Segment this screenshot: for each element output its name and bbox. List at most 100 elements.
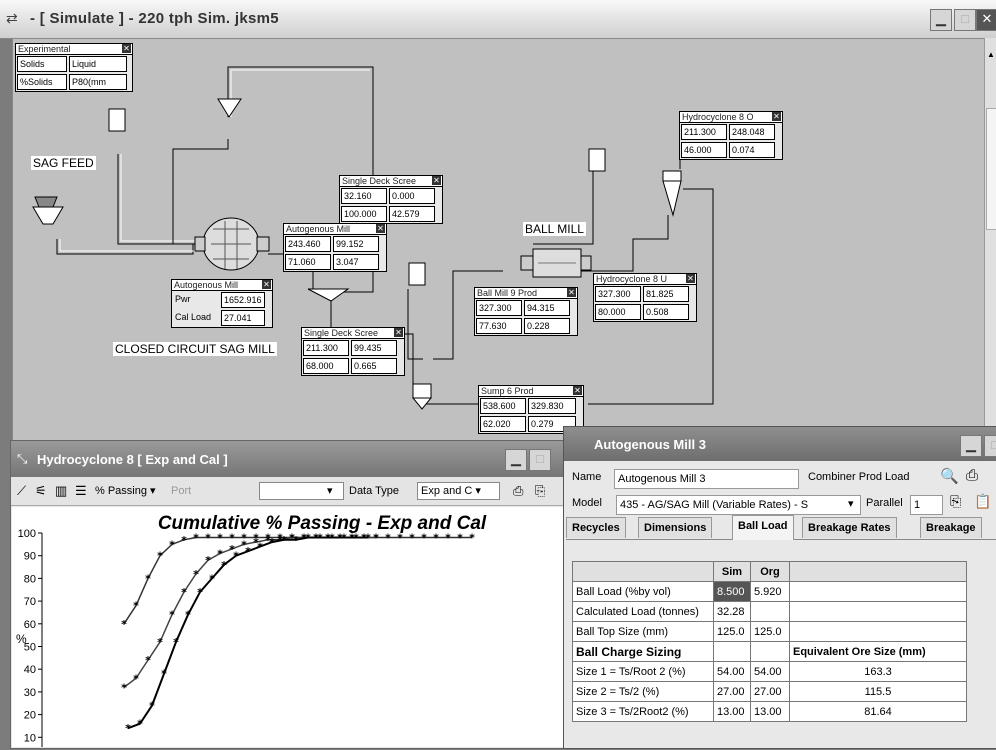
bar-chart-icon[interactable]: ▥ — [55, 483, 68, 498]
maximize-button[interactable]: □ — [954, 9, 976, 31]
minimize-button[interactable]: ▁ — [930, 9, 952, 31]
sim-cell[interactable]: 32.28 — [713, 601, 751, 622]
data-point: * — [233, 550, 239, 563]
copy-icon[interactable]: ⎘ — [950, 493, 962, 509]
autogenous-mill-window[interactable]: Autogenous Mill 3 ▁ □ Name Autogenous Mi… — [563, 426, 996, 749]
data-type-label: Data Type — [349, 485, 399, 497]
org-cell: 5.920 — [750, 581, 790, 602]
minimize-button[interactable]: ▁ — [960, 435, 982, 457]
data-point: * — [209, 572, 215, 585]
maximize-button[interactable]: □ — [529, 449, 551, 471]
data-point: * — [137, 718, 143, 731]
tab-dimensions[interactable]: Dimensions — [638, 517, 713, 538]
tab-ball-load[interactable]: Ball Load — [732, 515, 794, 540]
close-icon[interactable]: ✕ — [772, 112, 781, 121]
panel-title: Ball Mill 9 Prod — [477, 288, 538, 298]
close-icon[interactable]: ✕ — [567, 288, 576, 297]
tab-recycles[interactable]: Recycles — [566, 517, 626, 538]
scrollbar-thumb[interactable] — [986, 108, 996, 230]
eq-cell: Equivalent Ore Size (mm) — [789, 641, 967, 662]
panel-title: Single Deck Scree — [342, 176, 417, 186]
experimental-cell: P80(mm — [69, 74, 127, 90]
preview-icon[interactable]: 🔍 — [940, 468, 959, 485]
flowsheet-canvas[interactable]: Experimental ✕ Solids Liquid %Solids P80… — [12, 38, 986, 444]
mode-select[interactable]: % Passing ▾ — [95, 485, 156, 497]
close-icon[interactable]: ✕ — [432, 176, 441, 185]
line-chart-icon[interactable]: ⟋ — [17, 483, 27, 498]
scatter-chart-icon[interactable]: ⚟ — [35, 483, 47, 498]
close-icon[interactable]: ✕ — [573, 386, 582, 395]
grid-corner — [572, 561, 714, 582]
row-label: Size 2 = Ts/2 (%) — [572, 681, 714, 702]
print-icon[interactable]: ⎙ — [513, 483, 524, 498]
value-cell: 68.000 — [303, 358, 349, 374]
sim-cell[interactable]: 125.0 — [713, 621, 751, 642]
value-cell: 42.579 — [389, 206, 435, 222]
close-icon[interactable]: ✕ — [262, 280, 271, 289]
parallel-field[interactable]: 1 — [910, 495, 943, 515]
experimental-cell: %Solids — [17, 74, 67, 90]
tab-breakage[interactable]: Breakage — [920, 517, 982, 538]
paste-icon[interactable]: 📋 — [974, 493, 992, 509]
close-button[interactable]: ✕ — [976, 9, 996, 31]
eq-cell — [789, 581, 967, 602]
data-point: * — [149, 700, 155, 713]
row-label: Size 3 = Ts/2Root2 (%) — [572, 701, 714, 722]
name-field[interactable]: Autogenous Mill 3 — [614, 469, 799, 489]
table-row: Ball Load (%by vol) 8.500 5.920 — [572, 581, 967, 602]
close-icon[interactable]: ✕ — [122, 44, 131, 53]
eq-cell: 163.3 — [789, 661, 967, 682]
sim-cell[interactable]: 13.00 — [713, 701, 751, 722]
ball-mill-shape — [520, 248, 592, 278]
hydrocyclone-chart-window[interactable]: ⤡ Hydrocyclone 8 [ Exp and Cal ] ▁ □ ⟋ ⚟… — [10, 440, 567, 749]
data-point: * — [341, 532, 347, 545]
scroll-up-icon[interactable]: ▲ — [987, 50, 995, 59]
model-dropdown-icon[interactable]: ▾ — [848, 498, 854, 510]
port-dropdown-icon[interactable]: ▾ — [327, 485, 333, 497]
value-cell: 32.160 — [341, 188, 387, 204]
y-tick-label: 80 — [24, 573, 36, 585]
sim-cell[interactable]: 27.00 — [713, 681, 751, 702]
panel-header: Single Deck Scree✕ — [302, 328, 404, 339]
close-icon[interactable]: ✕ — [686, 274, 695, 283]
vertical-scrollbar[interactable]: ▲ — [984, 38, 996, 442]
value-cell: 100.000 — [341, 206, 387, 222]
data-point: * — [241, 532, 247, 545]
series-line — [123, 536, 472, 625]
name-label: Name — [572, 471, 602, 483]
data-point: * — [305, 532, 311, 545]
maximize-button[interactable]: □ — [984, 435, 996, 457]
main-title-bar: ⇄ - [ Simulate ] - 220 tph Sim. jksm5 ▁ … — [0, 0, 996, 39]
port-select[interactable] — [259, 482, 344, 500]
model-select[interactable]: 435 - AG/SAG Mill (Variable Rates) - S — [616, 495, 861, 515]
cal-load-label: Cal Load — [175, 312, 212, 322]
copy-icon[interactable]: ⎘ — [535, 483, 546, 498]
experimental-panel[interactable]: Experimental ✕ Solids Liquid %Solids P80… — [15, 43, 133, 92]
sim-cell — [713, 641, 751, 662]
tab-breakage-rates[interactable]: Breakage Rates — [802, 517, 897, 538]
data-point: * — [125, 722, 131, 735]
value-cell: 327.300 — [476, 300, 522, 316]
sim-cell[interactable]: 54.00 — [713, 661, 751, 682]
row-label: Size 1 = Ts/Root 2 (%) — [572, 661, 714, 682]
row-label: Ball Load (%by vol) — [572, 581, 714, 602]
print-icon[interactable]: ⎙ — [966, 467, 979, 484]
data-point: * — [269, 536, 275, 549]
data-type-select[interactable]: Exp and C ▾ — [417, 482, 500, 500]
table-icon[interactable]: ☰ — [75, 483, 87, 498]
autogenous-mill-title-bar[interactable]: Autogenous Mill 3 ▁ □ — [564, 427, 996, 461]
close-icon[interactable]: ✕ — [376, 224, 385, 233]
minimize-button[interactable]: ▁ — [505, 449, 527, 471]
close-icon[interactable]: ✕ — [394, 328, 403, 337]
panel-header: Autogenous Mill✕ — [284, 224, 386, 235]
sim-cell[interactable]: 8.500 — [713, 581, 751, 602]
combiner-label: Combiner Prod Load — [808, 471, 910, 483]
hydrocyclone-window-title-bar[interactable]: ⤡ Hydrocyclone 8 [ Exp and Cal ] ▁ □ — [11, 441, 566, 477]
